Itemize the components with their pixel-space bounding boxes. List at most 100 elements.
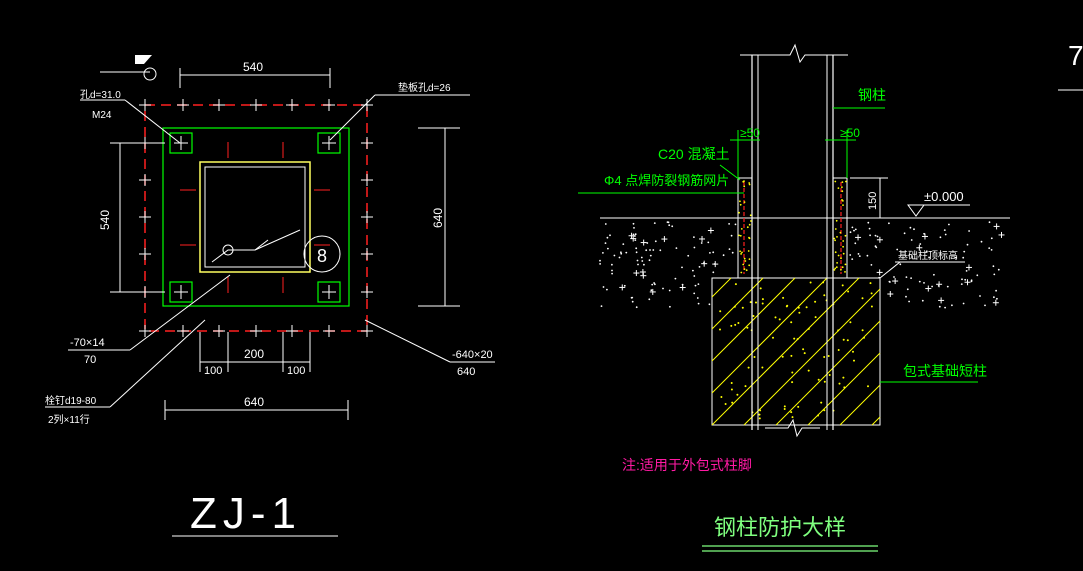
weld-symbol-circle — [222, 244, 234, 256]
anchor-bolt-br — [317, 281, 341, 303]
encasement-dot — [841, 186, 843, 189]
soil-dot — [868, 227, 871, 230]
edge-fragment: 7 — [1068, 40, 1083, 71]
encasement-dot — [747, 250, 750, 252]
short-column-label: 包式基础短柱 — [903, 363, 987, 379]
concrete-dot — [755, 301, 757, 304]
soil-dot — [633, 227, 635, 229]
encasement-dot — [746, 226, 749, 229]
concrete-dot — [823, 356, 826, 358]
soil-dot — [948, 223, 950, 226]
encasement-dot — [748, 223, 751, 226]
soil-dot — [599, 263, 601, 265]
encasement-dot — [741, 251, 743, 254]
soil-dot — [618, 256, 621, 259]
concrete-dot — [733, 305, 736, 308]
concrete-dot — [744, 385, 747, 388]
soil-dot — [931, 285, 933, 288]
encasement-dot — [833, 237, 836, 240]
soil-dot — [984, 304, 986, 307]
soil-dot — [995, 289, 997, 292]
hatch-line — [711, 277, 796, 362]
soil-dot — [944, 306, 946, 309]
concrete-dot — [734, 283, 737, 286]
soil-dot — [662, 287, 664, 290]
soil-dot — [637, 263, 639, 266]
column-protection-section: 钢柱 ≥50 ≥50 C20 混凝土 Φ4 点焊防裂钢筋网片 150 ±0.00… — [578, 43, 1010, 552]
foundation-hatch — [711, 277, 881, 426]
soil-dot — [976, 274, 979, 277]
concrete-dot — [814, 316, 817, 319]
soil-dot — [925, 250, 928, 253]
concrete-dot — [823, 409, 826, 412]
hatch-line — [871, 416, 881, 426]
concrete-dot — [870, 292, 873, 295]
soil-dot — [965, 270, 968, 272]
soil-dot — [857, 253, 860, 255]
left-title: ZJ-1 — [190, 489, 302, 538]
concrete-dot — [803, 352, 806, 355]
soil-dot — [854, 242, 857, 245]
soil-dot — [909, 226, 912, 229]
soil-dot — [687, 254, 690, 257]
soil-dot — [632, 222, 635, 225]
hatch-line — [711, 277, 732, 298]
encasement-dot — [739, 200, 741, 203]
soil-dot — [980, 240, 983, 243]
soil-dot — [993, 296, 995, 299]
soil-dot — [951, 304, 953, 307]
soil-dot — [602, 252, 604, 254]
stud-crosses — [139, 99, 373, 337]
steel-column-section-outer — [199, 161, 311, 273]
concrete-dot — [730, 324, 733, 327]
hatch-line — [775, 320, 881, 426]
encasement-dot — [748, 237, 751, 240]
soil-dot — [731, 251, 734, 254]
soil-dot — [659, 249, 662, 252]
foundation-short-column — [711, 277, 881, 426]
soil-dot — [698, 266, 701, 268]
soil-dot — [933, 273, 935, 276]
concrete-dot — [802, 348, 805, 351]
encasement-dot — [844, 263, 847, 266]
soil-dot — [970, 280, 973, 283]
soil-dot — [966, 243, 969, 246]
concrete-dot — [758, 417, 761, 420]
soil-dot — [635, 251, 638, 254]
encasement-dot — [748, 182, 751, 184]
encasement-dot — [835, 219, 838, 222]
concrete-dot — [869, 282, 872, 285]
soil-dot — [946, 285, 949, 288]
soil-dot — [913, 228, 915, 231]
concrete-dot — [759, 287, 762, 290]
encasement-dot — [743, 268, 746, 270]
concrete-dot — [790, 354, 793, 357]
soil-dot — [905, 276, 908, 278]
soil-dot — [697, 283, 700, 285]
plate-big-sub: 640 — [457, 366, 475, 378]
concrete-dot — [817, 378, 820, 381]
weld-leader — [254, 229, 301, 251]
soil-dot — [992, 265, 995, 268]
soil-dot — [675, 247, 678, 250]
concrete-dot — [797, 405, 800, 408]
concrete-dot — [736, 393, 739, 396]
soil-dot — [990, 237, 993, 240]
break-line-top — [740, 43, 848, 64]
concrete-dot — [734, 323, 737, 326]
encasement-dot — [742, 263, 745, 266]
ground-hatch — [599, 221, 1005, 309]
soil-dot — [606, 288, 608, 291]
soil-dot — [918, 280, 921, 283]
soil-dot — [730, 234, 733, 237]
plate-big-label: -640×20 — [452, 349, 493, 361]
steel-column-section-inner — [204, 166, 306, 268]
right-title: 钢柱防护大样 — [714, 515, 846, 540]
soil-dot — [667, 221, 670, 224]
encasement-dot — [844, 234, 847, 237]
encasement-dot — [834, 251, 837, 254]
soil-dot — [668, 224, 671, 227]
soil-dot — [631, 300, 634, 303]
concrete-dot — [853, 359, 855, 362]
soil-dot — [636, 259, 639, 262]
